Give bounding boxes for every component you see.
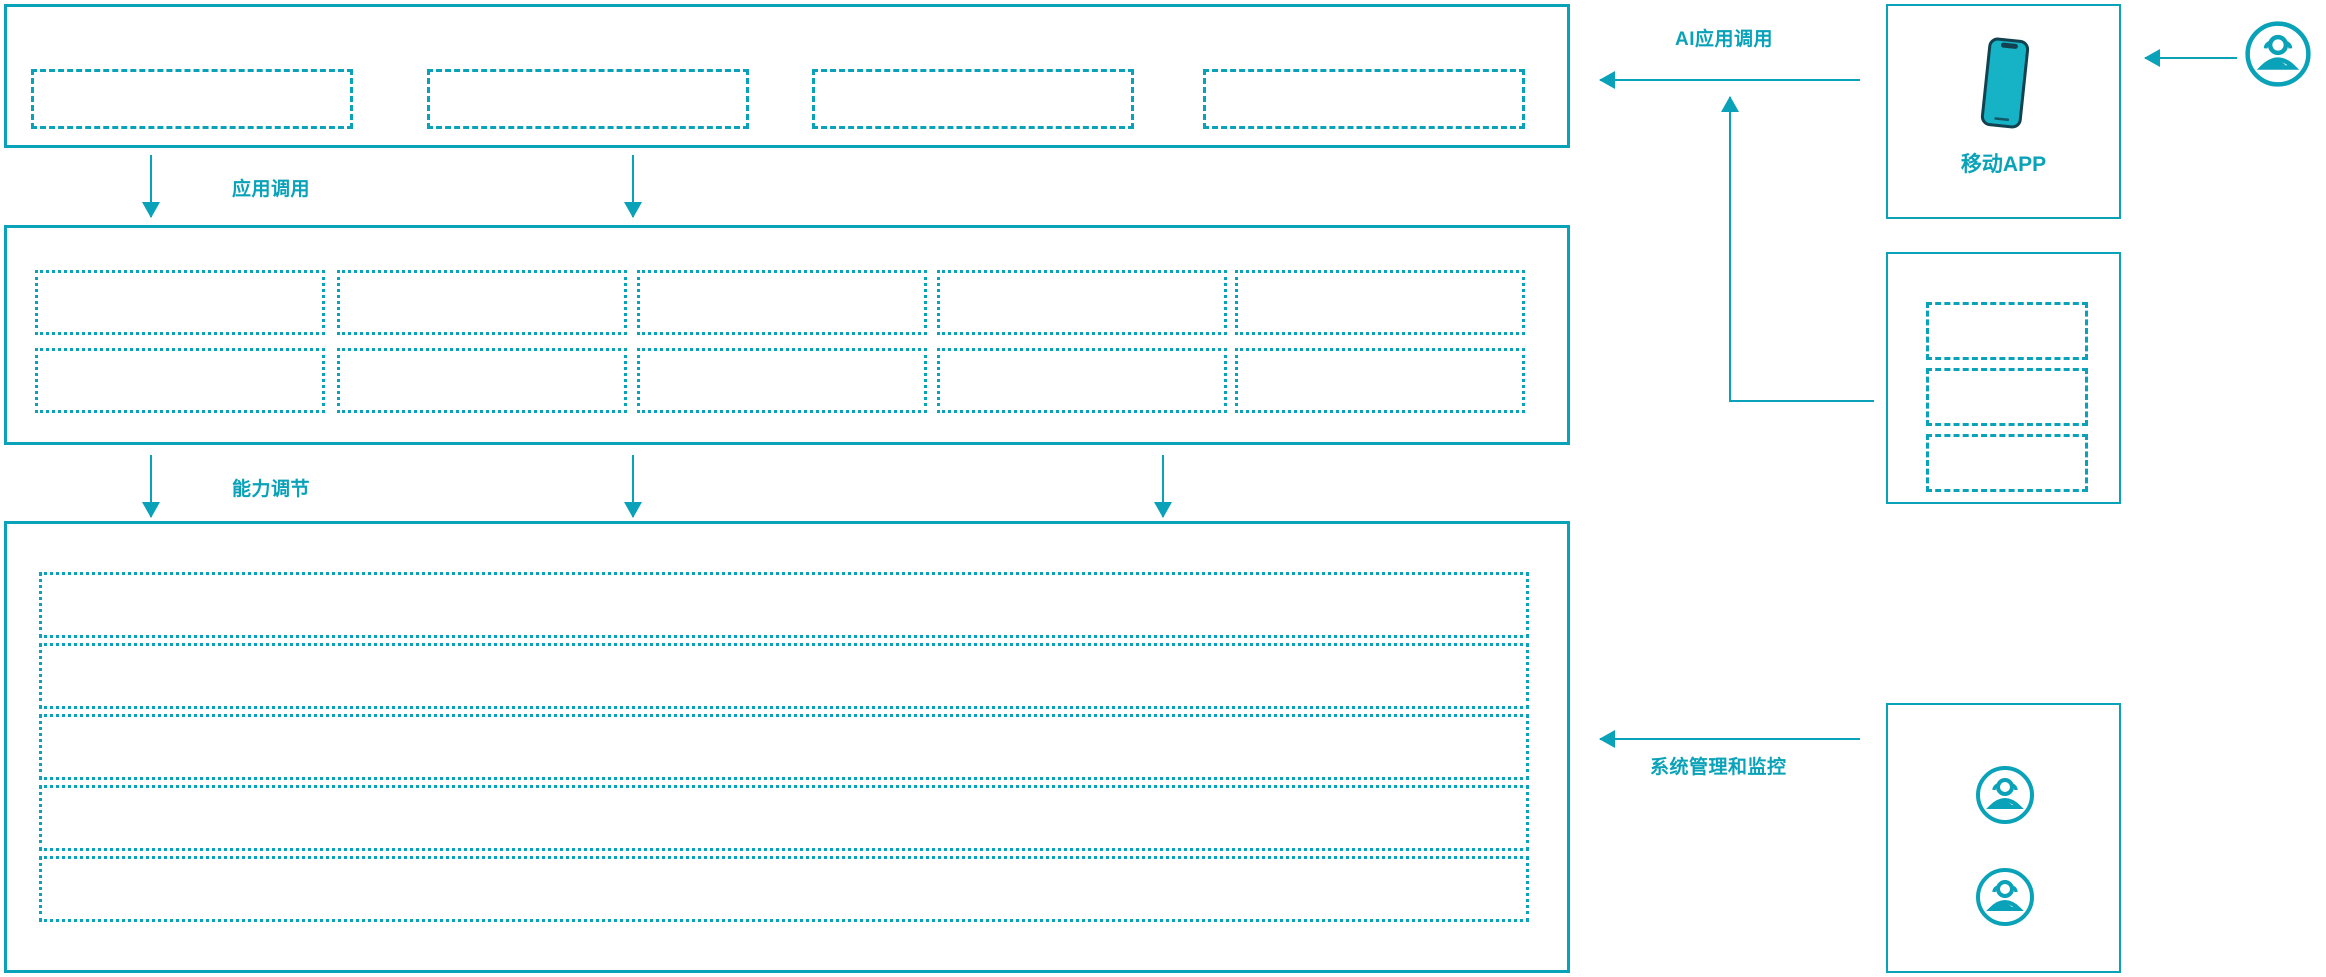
- operators-box: [1886, 703, 2121, 973]
- app-call-arrow-2: [632, 155, 634, 217]
- app-call-arrow-1: [150, 155, 152, 217]
- platform-layer-panel: [4, 521, 1570, 973]
- channel-item-0[interactable]: [1926, 302, 2088, 360]
- capability-item-7[interactable]: [637, 348, 927, 413]
- ai-app-call-label: AI应用调用: [1675, 29, 1774, 50]
- channel-item-1[interactable]: [1926, 368, 2088, 426]
- platform-item-1[interactable]: [39, 643, 1529, 709]
- application-item-0[interactable]: [31, 69, 353, 129]
- ai-app-call-arrow: [1600, 79, 1860, 81]
- platform-item-4[interactable]: [39, 856, 1529, 922]
- operator-users-group-icon-2: [1973, 865, 2037, 929]
- application-item-1[interactable]: [427, 69, 749, 129]
- sys-monitor-arrow: [1600, 738, 1860, 740]
- capability-call-arrow-2: [632, 455, 634, 517]
- operator-users-group-icon-1: [1973, 763, 2037, 827]
- capability-item-8[interactable]: [937, 348, 1227, 413]
- channel-branch-arrow: [1729, 97, 1731, 402]
- capability-call-arrow-3: [1162, 455, 1164, 517]
- capability-item-0[interactable]: [35, 270, 325, 335]
- app-call-label: 应用调用: [232, 179, 311, 200]
- capability-call-arrow-1: [150, 455, 152, 517]
- capability-item-6[interactable]: [337, 348, 627, 413]
- capability-item-4[interactable]: [1235, 270, 1525, 335]
- mobile-app-box[interactable]: 移动APP: [1886, 4, 2121, 219]
- user-to-app-arrow: [2145, 57, 2237, 59]
- platform-item-3[interactable]: [39, 785, 1529, 851]
- channel-list-box: [1886, 252, 2121, 504]
- capability-layer-panel: [4, 225, 1570, 445]
- end-user-icon: [2242, 18, 2314, 90]
- sys-monitor-label: 系统管理和监控: [1650, 757, 1787, 778]
- channel-branch-segment: [1729, 400, 1874, 402]
- mobile-app-caption: 移动APP: [1960, 153, 2047, 176]
- capability-item-3[interactable]: [937, 270, 1227, 335]
- application-layer-panel: [4, 4, 1570, 148]
- channel-item-2[interactable]: [1926, 434, 2088, 492]
- capability-item-2[interactable]: [637, 270, 927, 335]
- capability-item-1[interactable]: [337, 270, 627, 335]
- application-item-3[interactable]: [1203, 69, 1525, 129]
- platform-item-0[interactable]: [39, 572, 1529, 638]
- mobile-phone-icon: [1976, 34, 2034, 132]
- platform-item-2[interactable]: [39, 714, 1529, 780]
- capability-call-label: 能力调节: [232, 479, 311, 500]
- capability-item-9[interactable]: [1235, 348, 1525, 413]
- application-item-2[interactable]: [812, 69, 1134, 129]
- capability-item-5[interactable]: [35, 348, 325, 413]
